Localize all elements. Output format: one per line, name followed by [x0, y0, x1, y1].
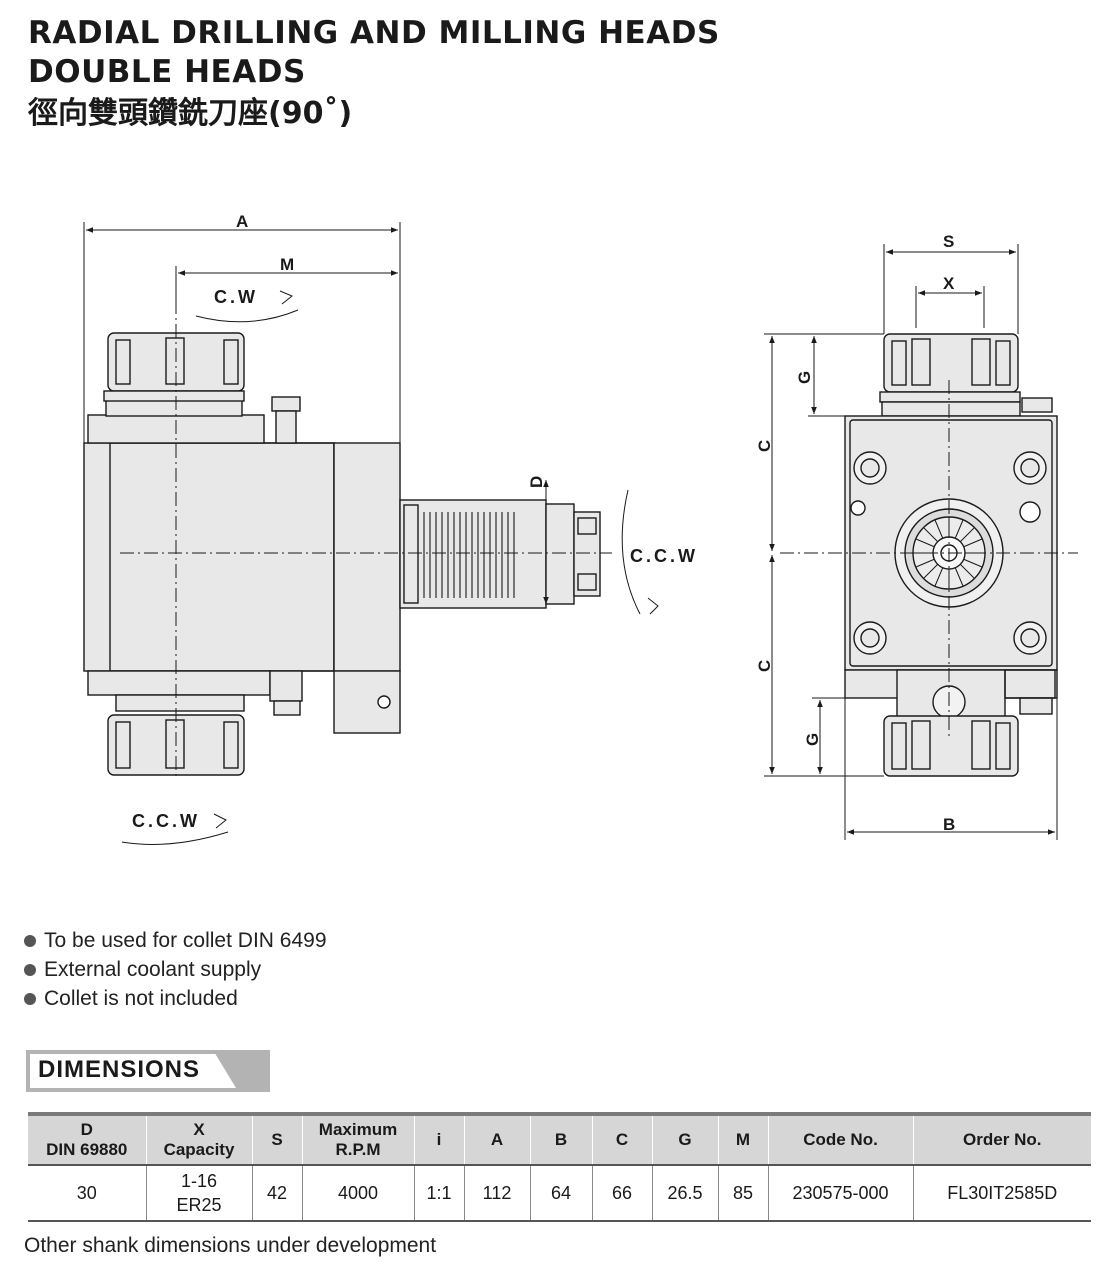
bullet-dot-icon: [24, 963, 36, 976]
feature-text: External coolant supply: [44, 958, 262, 981]
cell-rpm: 4000: [301, 1165, 414, 1222]
title-line-1: RADIAL DRILLING AND MILLING HEADS: [28, 15, 720, 51]
front-view: [844, 333, 1058, 777]
header-order: Order No.: [912, 1112, 1091, 1166]
dim-label-x: X: [943, 274, 955, 293]
rotation-label-ccw-bottom: C.C.W: [132, 811, 200, 831]
cell-g: 26.5: [651, 1165, 718, 1222]
header-s: S: [251, 1112, 302, 1166]
dim-label-a: A: [236, 212, 248, 231]
feature-text: To be used for collet DIN 6499: [44, 929, 327, 952]
cell-i: 1:1: [413, 1165, 464, 1222]
cell-m: 85: [717, 1165, 768, 1222]
technical-drawing: A M D C.W C.C.W C.C.W: [83, 212, 1078, 845]
dim-label-d: D: [527, 476, 546, 488]
dim-label-s: S: [943, 232, 954, 251]
rotation-label-cw: C.W: [214, 287, 258, 307]
cell-a: 112: [463, 1165, 530, 1222]
dim-label-g-top: G: [795, 371, 814, 384]
cell-b: 64: [529, 1165, 592, 1222]
bullet-dot-icon: [24, 992, 36, 1005]
dimensions-heading: DIMENSIONS: [26, 1050, 270, 1092]
dim-label-c-bottom: C: [755, 660, 774, 672]
feature-text: Collet is not included: [44, 987, 238, 1010]
header-c: C: [591, 1112, 652, 1166]
bullet-dot-icon: [24, 934, 36, 947]
cell-code: 230575-000: [767, 1165, 913, 1222]
feature-list: To be used for collet DIN 6499 External …: [24, 926, 327, 1013]
title-line-2: DOUBLE HEADS: [28, 54, 306, 90]
title-block: RADIAL DRILLING AND MILLING HEADS DOUBLE…: [28, 14, 720, 136]
header-code: Code No.: [767, 1112, 913, 1166]
feature-item: To be used for collet DIN 6499: [24, 926, 327, 955]
header-b: B: [529, 1112, 592, 1166]
dim-label-m: M: [280, 255, 294, 274]
cell-order: FL30IT2585D: [912, 1165, 1091, 1222]
feature-item: Collet is not included: [24, 984, 327, 1013]
header-m: M: [717, 1112, 768, 1166]
title-chinese: 徑向雙頭鑽銑刀座(90˚): [28, 96, 353, 131]
feature-item: External coolant supply: [24, 955, 327, 984]
dim-label-c-top: C: [755, 440, 774, 452]
dimensions-heading-text: DIMENSIONS: [38, 1056, 201, 1083]
header-g: G: [651, 1112, 718, 1166]
dim-label-g-bottom: G: [803, 733, 822, 746]
cell-s: 42: [251, 1165, 302, 1222]
cell-c: 66: [591, 1165, 652, 1222]
dim-label-b: B: [943, 815, 955, 834]
cell-d: 30: [28, 1165, 146, 1222]
side-view: [83, 332, 601, 776]
rotation-label-ccw-right: C.C.W: [630, 546, 698, 566]
footnote: Other shank dimensions under development: [24, 1234, 437, 1257]
header-i: i: [413, 1112, 464, 1166]
header-a: A: [463, 1112, 530, 1166]
